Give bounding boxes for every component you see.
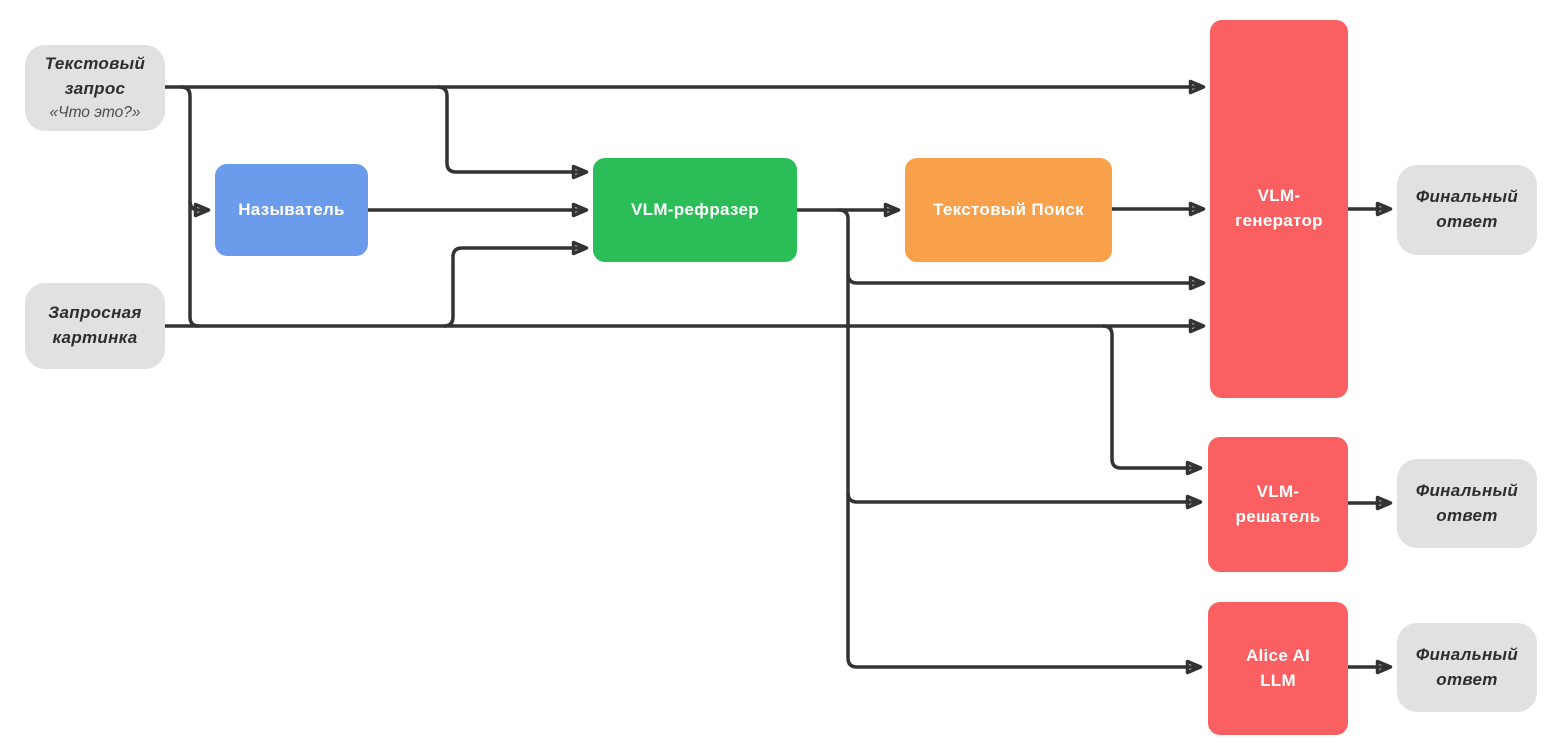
node-alice-ai-llm-label: Alice AI LLM (1245, 645, 1311, 690)
node-vlm-solver: VLM- решатель (1208, 437, 1348, 572)
node-query-image-label: Запросная картинка (48, 303, 142, 347)
edge-vlm-rephraser-to-vlm-generator (846, 273, 1206, 291)
edge-vlm-rephraser-to-alice-ai-llm (838, 208, 1203, 675)
edge-junction-to-namer (188, 200, 211, 218)
node-vlm-rephraser: VLM-рефразер (593, 158, 797, 262)
node-final-answer-2-label: Финальный ответ (1415, 480, 1519, 525)
node-text-query-label: Текстовый запрос (44, 54, 146, 98)
node-text-search: Текстовый Поиск (905, 158, 1112, 262)
node-final-answer-2: Финальный ответ (1397, 459, 1537, 548)
node-text-search-label: Текстовый Поиск (933, 199, 1084, 219)
node-final-answer-3-label: Финальный ответ (1415, 644, 1519, 689)
edge-query-image-to-vlm-solver (1102, 324, 1203, 476)
node-text-query: Текстовый запрос «Что это?» (25, 45, 165, 131)
node-vlm-solver-label: VLM- решатель (1235, 481, 1321, 526)
node-vlm-generator-label: VLM- генератор (1235, 186, 1323, 230)
edge-vlm-rephraser-to-vlm-solver (846, 492, 1203, 510)
node-vlm-rephraser-label: VLM-рефразер (631, 199, 759, 219)
edge-query-image-to-vlm-rephraser (443, 240, 589, 328)
node-final-answer-1-label: Финальный ответ (1415, 187, 1519, 231)
edge-text-query-to-vlm-rephraser (437, 85, 589, 180)
node-namer: Называтель (215, 164, 368, 256)
node-final-answer-3: Финальный ответ (1397, 623, 1537, 712)
node-final-answer-1: Финальный ответ (1397, 165, 1537, 255)
node-text-query-subtitle: «Что это?» (49, 104, 141, 122)
node-query-image: Запросная картинка (25, 283, 165, 369)
node-vlm-generator: VLM- генератор (1210, 20, 1348, 398)
node-namer-label: Называтель (238, 199, 345, 219)
node-alice-ai-llm: Alice AI LLM (1208, 602, 1348, 735)
